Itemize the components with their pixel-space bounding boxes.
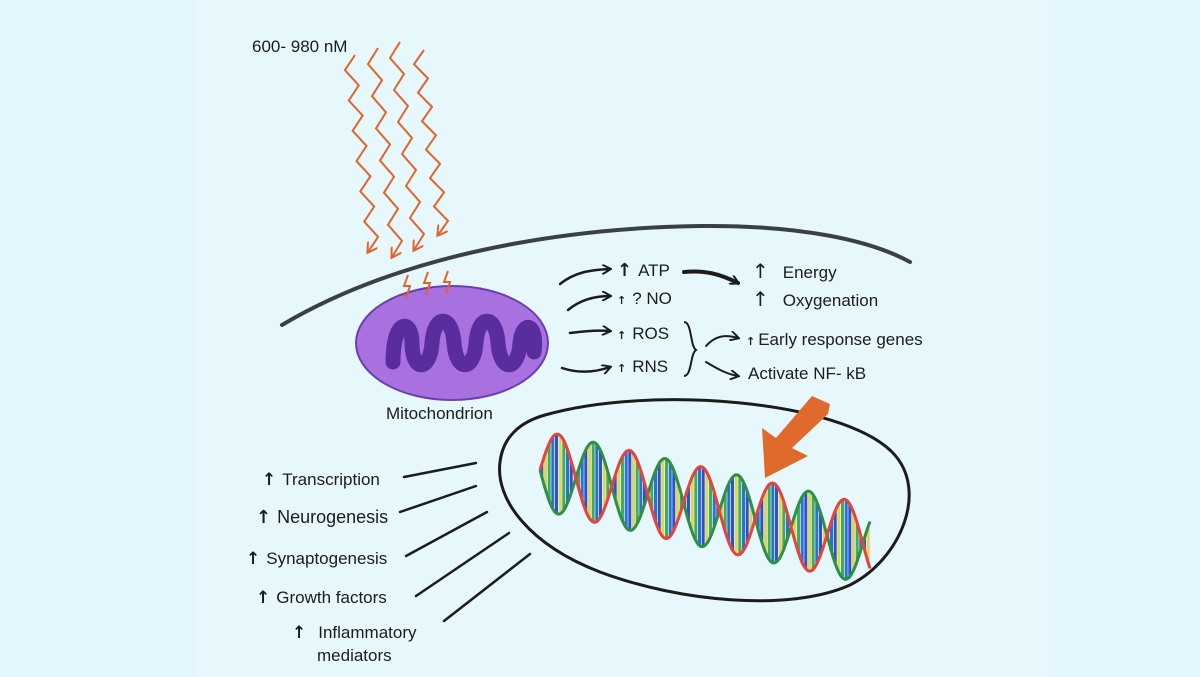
- dna-helix: [538, 432, 872, 581]
- up-arrow-icon: ↑: [617, 362, 627, 375]
- mediator-label: ? NO: [632, 289, 672, 308]
- up-arrow-icon: ↑: [617, 260, 633, 281]
- nucleus-entry-arrow: [762, 396, 830, 478]
- light-rays: [343, 41, 450, 257]
- outcome-label: Energy: [782, 263, 837, 282]
- mitochondrion-label: Mitochondrion: [386, 404, 493, 423]
- signaling-arrows: [705, 336, 738, 376]
- light-ray: [343, 54, 380, 252]
- up-arrow-icon: ↑: [746, 335, 756, 348]
- outcome-oxygenation: ↑ Oxygenation: [752, 289, 878, 309]
- nucleus: [498, 398, 911, 603]
- up-arrow-icon: ↑: [256, 507, 272, 528]
- mediator-atp: ↑ ATP: [617, 262, 670, 280]
- up-arrow-icon: ↑: [617, 329, 627, 342]
- figure-panel: [195, 0, 1055, 677]
- effect-label: Inflammatory: [318, 623, 417, 642]
- mediator-rns: ↑ RNS: [617, 358, 668, 375]
- light-ray: [388, 41, 426, 250]
- effect-label: mediators: [317, 646, 392, 665]
- mediator-label: RNS: [632, 357, 669, 376]
- wavelength-label: 600- 980 nM: [252, 37, 348, 56]
- effect-label: Synaptogenesis: [266, 549, 388, 568]
- dna-strand: [538, 432, 872, 573]
- signaling-nfkb: Activate NF- kB: [748, 365, 866, 382]
- outcome-label: Oxygenation: [782, 291, 879, 310]
- up-arrow-icon: ↑: [256, 588, 271, 608]
- effect-mediators: mediators: [317, 647, 392, 664]
- light-ray: [412, 49, 450, 235]
- up-arrow-icon: ↑: [617, 294, 627, 307]
- signaling-label: Early response genes: [758, 330, 923, 349]
- signaling-early-genes: ↑Early response genes: [746, 331, 923, 348]
- outcome-energy: ↑ Energy: [752, 261, 837, 281]
- effect-label: Neurogenesis: [277, 507, 389, 527]
- mediator-ros: ↑ ROS: [617, 325, 669, 342]
- up-arrow-icon: ↑: [292, 623, 307, 643]
- up-arrow-icon: ↑: [752, 287, 769, 311]
- light-ray: [366, 47, 404, 257]
- effect-neurogenesis: ↑Neurogenesis: [256, 508, 388, 527]
- mediator-label: ROS: [632, 324, 670, 343]
- mitochondrion-cristae: [385, 314, 543, 372]
- effect-inflammatory: ↑ Inflammatory: [292, 624, 417, 642]
- mediator-no: ↑ ? NO: [617, 290, 672, 307]
- effect-label: Transcription: [282, 470, 380, 489]
- effect-lines: [398, 461, 532, 623]
- atp-energy-arrow: [682, 269, 738, 285]
- effect-transcription: ↑ Transcription: [262, 471, 380, 489]
- effect-label: Growth factors: [276, 588, 387, 607]
- up-arrow-icon: ↑: [752, 259, 769, 283]
- effect-synaptogenesis: ↑ Synaptogenesis: [246, 550, 387, 568]
- up-arrow-icon: ↑: [262, 470, 277, 490]
- ros-rns-brace: [683, 321, 698, 377]
- lightning-bolts: [402, 270, 452, 299]
- up-arrow-icon: ↑: [246, 549, 261, 569]
- signaling-label: Activate NF- kB: [748, 364, 867, 383]
- cell-membrane: [280, 223, 912, 327]
- effect-growth-factors: ↑ Growth factors: [256, 589, 387, 607]
- mediator-arrows: [558, 269, 610, 372]
- mediator-label: ATP: [638, 261, 670, 280]
- dna-strand: [538, 440, 872, 581]
